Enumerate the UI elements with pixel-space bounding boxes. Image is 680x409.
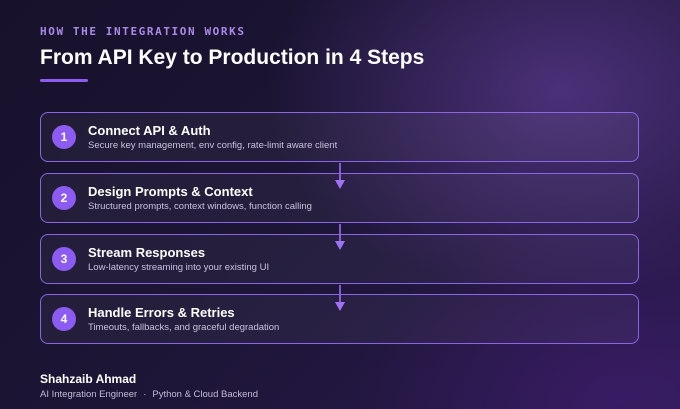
step-number-badge: 1: [52, 125, 76, 149]
step-number-badge: 4: [52, 307, 76, 331]
eyebrow-label: HOW THE INTEGRATION WORKS: [40, 25, 246, 38]
author-role: AI Integration Engineer: [40, 389, 138, 400]
step-card-1: 1 Connect API & Auth Secure key manageme…: [40, 112, 639, 162]
page-title: From API Key to Production in 4 Steps: [40, 46, 425, 69]
down-arrow-icon: [335, 163, 345, 189]
step-description: Low-latency streaming into your existing…: [88, 262, 270, 273]
down-arrow-icon: [335, 224, 345, 250]
author-name: Shahzaib Ahmad: [40, 372, 137, 386]
step-description: Timeouts, fallbacks, and graceful degrad…: [88, 322, 280, 333]
title-underline-accent: [40, 79, 88, 82]
step-number-badge: 2: [52, 186, 76, 210]
step-title: Stream Responses: [88, 245, 206, 260]
step-title: Design Prompts & Context: [88, 184, 253, 199]
step-card-2: 2 Design Prompts & Context Structured pr…: [40, 173, 639, 223]
step-number-badge: 3: [52, 247, 76, 271]
author-meta: AI Integration Engineer · Python & Cloud B…: [40, 389, 258, 400]
author-specialty: Python & Cloud Backend: [152, 389, 258, 400]
step-description: Structured prompts, context windows, fun…: [88, 201, 312, 212]
step-card-4: 4 Handle Errors & Retries Timeouts, fall…: [40, 294, 639, 344]
step-card-3: 3 Stream Responses Low-latency streaming…: [40, 234, 639, 284]
step-title: Connect API & Auth: [88, 123, 211, 138]
meta-separator: ·: [143, 389, 147, 400]
step-description: Secure key management, env config, rate-…: [88, 140, 338, 151]
step-title: Handle Errors & Retries: [88, 305, 235, 320]
